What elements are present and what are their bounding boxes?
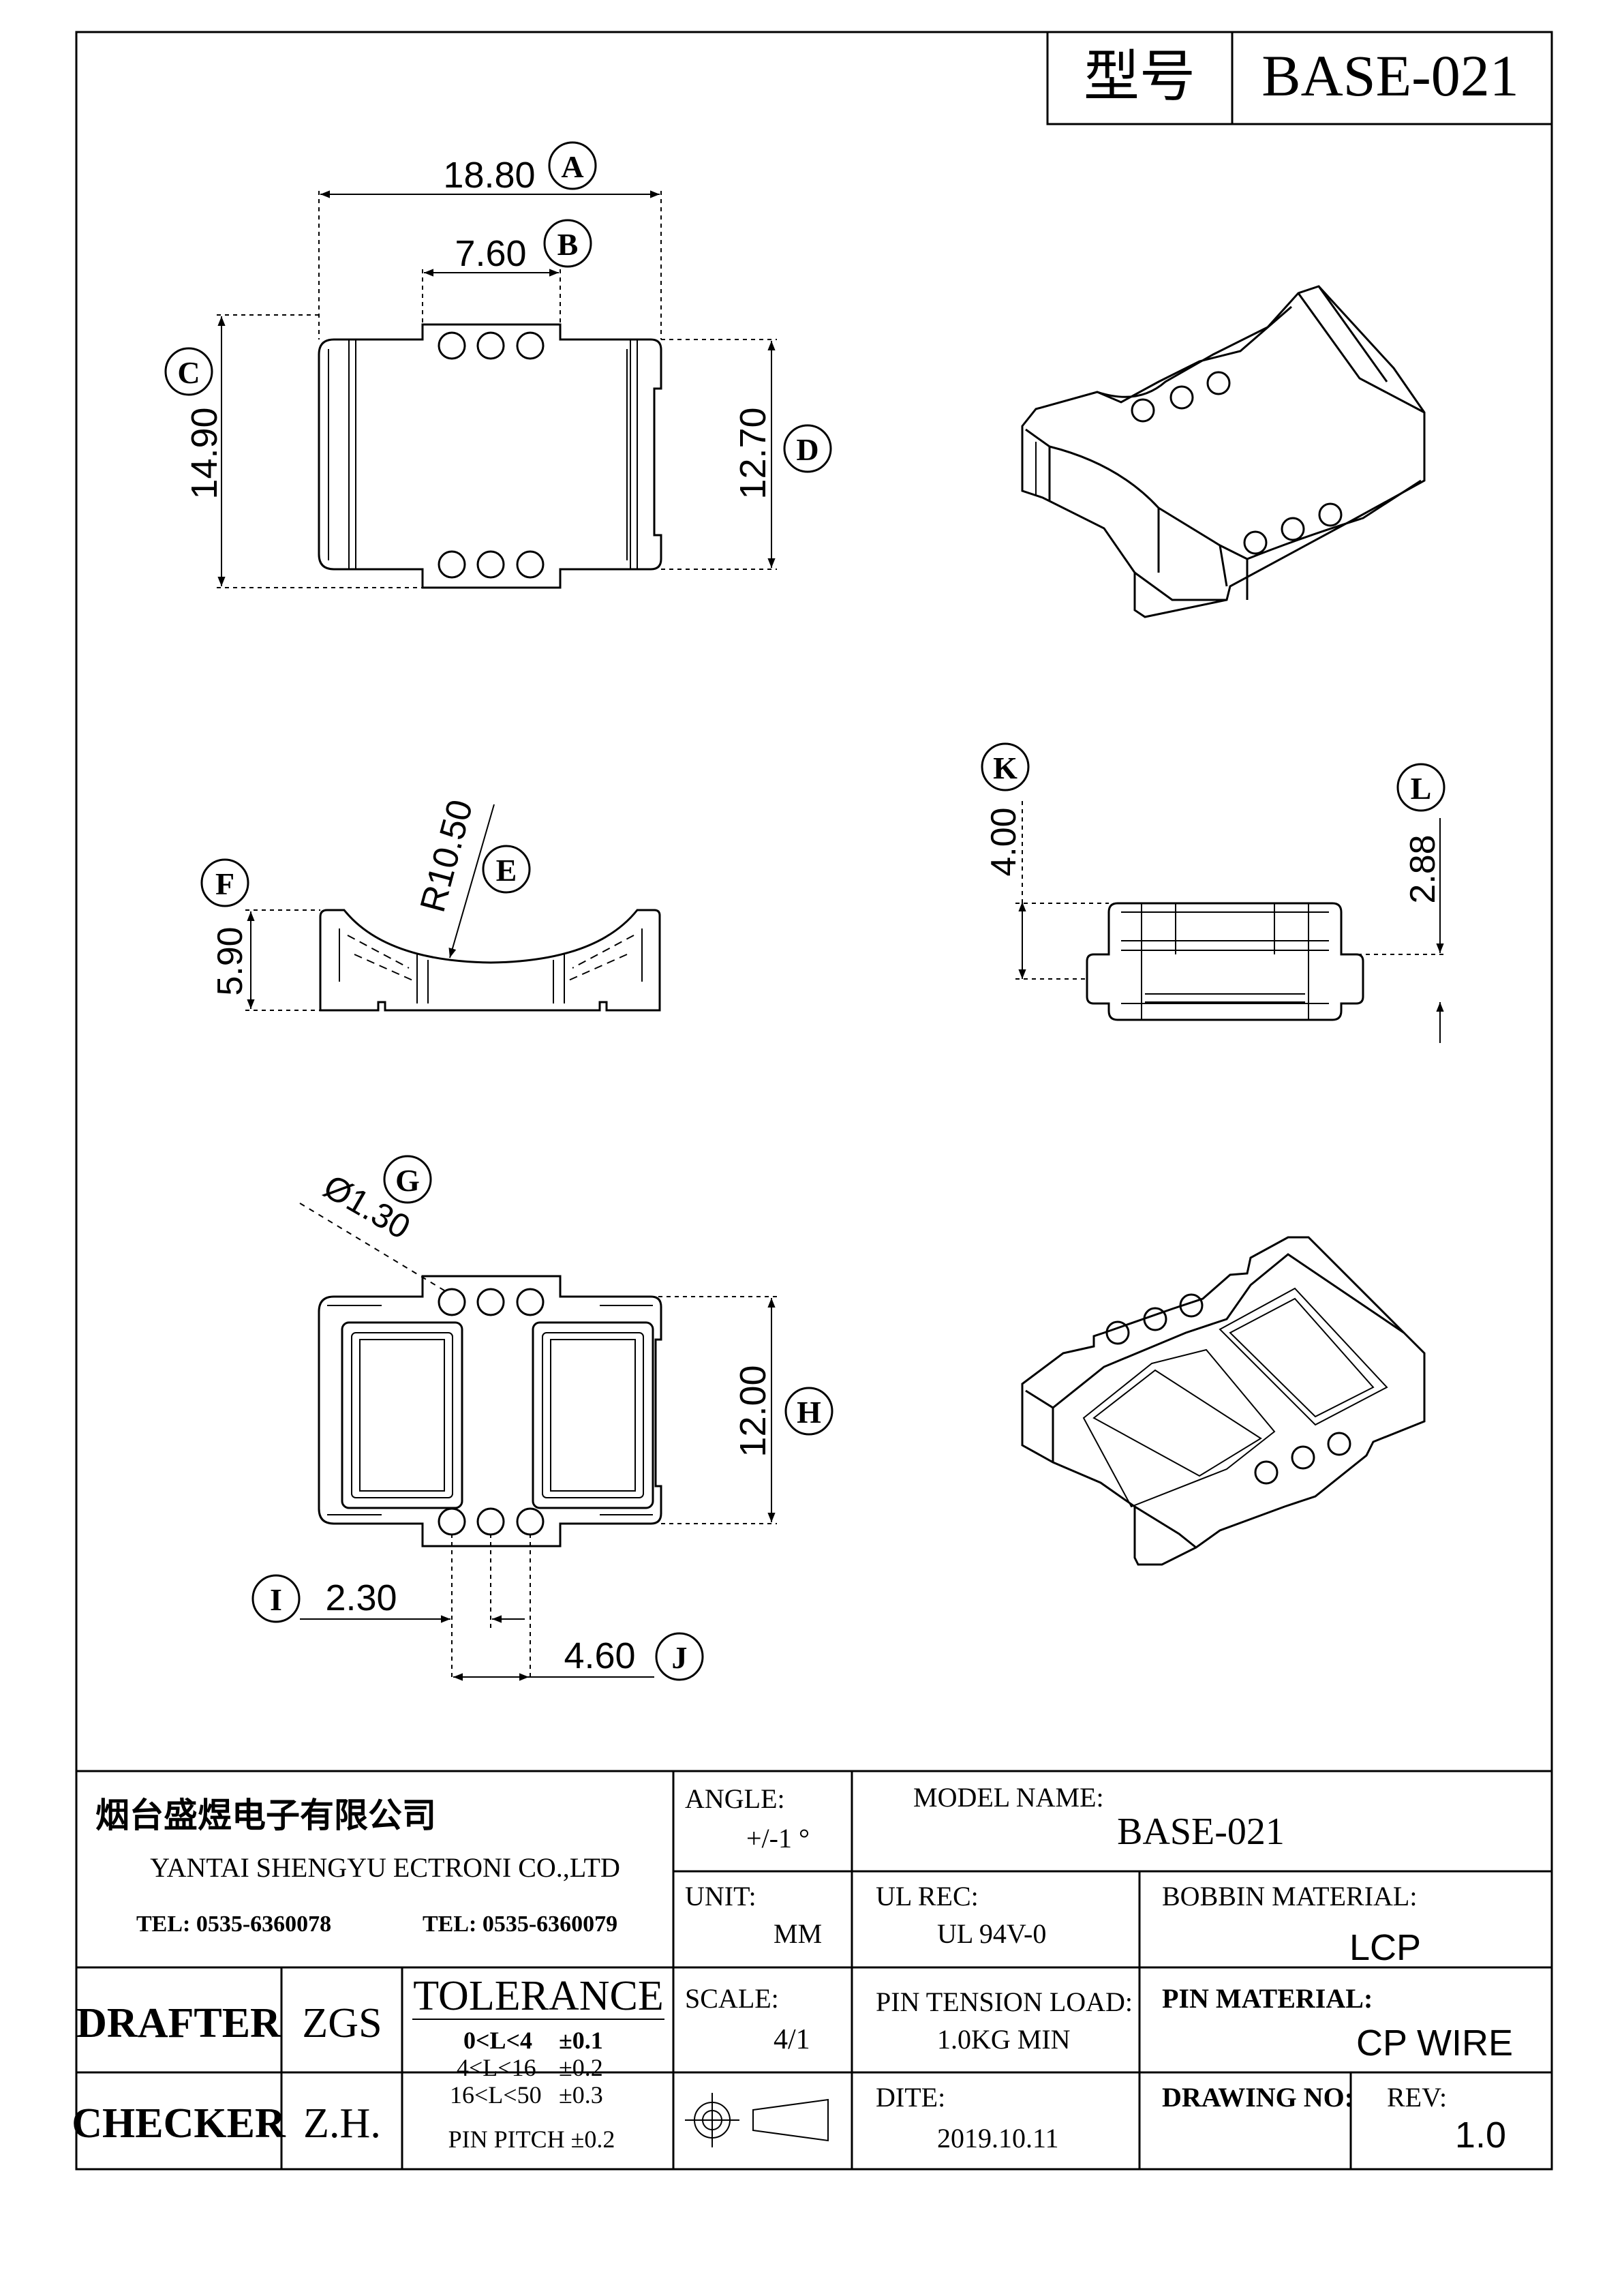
iso-view-top xyxy=(1021,285,1426,618)
model-name-label: MODEL NAME: xyxy=(913,1782,1104,1813)
dim-D: 12.70 D xyxy=(733,407,832,500)
model-label: 型号 xyxy=(1084,46,1195,108)
dim-A: 18.80 A xyxy=(443,141,597,196)
angle-label: ANGLE: xyxy=(685,1783,785,1814)
tolerance-pin-pitch: PIN PITCH ±0.2 xyxy=(448,2126,615,2153)
tolerance-range-1: 0<L<4 xyxy=(463,2027,532,2054)
drawing-no-label: DRAWING NO: xyxy=(1162,2082,1353,2113)
dim-F-value: 5.90 xyxy=(211,926,250,995)
tolerance-range-2: 4<L<16 xyxy=(457,2054,536,2081)
dim-K-value: 4.00 xyxy=(984,807,1024,876)
dim-B-tag: B xyxy=(557,227,579,262)
dim-A-value: 18.80 xyxy=(443,155,535,196)
dim-D-value: 12.70 xyxy=(733,407,774,499)
top-view-dimensions xyxy=(217,190,777,588)
sheet-border xyxy=(75,31,1553,2171)
company-name-en: YANTAI SHENGYU ECTRONI CO.,LTD xyxy=(150,1852,620,1883)
checker-value: Z.H. xyxy=(303,2100,381,2147)
checker-label: CHECKER xyxy=(72,2100,286,2147)
model-name-value: BASE-021 xyxy=(1117,1811,1285,1853)
unit-label: UNIT: xyxy=(685,1881,756,1912)
dim-J-tag: J xyxy=(672,1640,688,1675)
dim-I-tag: I xyxy=(270,1582,282,1617)
rev-value: 1.0 xyxy=(1455,2115,1506,2156)
dim-F-tag: F xyxy=(215,866,234,901)
tolerance-tol-1: ±0.1 xyxy=(559,2027,603,2054)
scale-label: SCALE: xyxy=(685,1983,779,2014)
dim-H-tag: H xyxy=(797,1395,821,1430)
title-block xyxy=(76,1770,1552,2169)
pin-tension-value: 1.0KG MIN xyxy=(937,2024,1071,2055)
company-name-cn: 烟台盛煜电子有限公司 xyxy=(95,1796,436,1834)
model-box: 型号 BASE-021 xyxy=(1046,31,1553,125)
bottom-view-dimensions xyxy=(299,1203,777,1681)
ul-rec-value: UL 94V-0 xyxy=(937,1918,1046,1949)
dim-I-value: 2.30 xyxy=(325,1577,397,1618)
bottom-view xyxy=(318,1275,662,1547)
dim-E-value: R10.50 xyxy=(413,796,480,916)
dim-E-tag: E xyxy=(496,853,517,888)
dim-I: I 2.30 xyxy=(251,1574,397,1623)
iso-view-bottom xyxy=(1021,1236,1426,1566)
dim-J-value: 4.60 xyxy=(564,1635,635,1676)
tolerance-tol-3: ±0.3 xyxy=(559,2081,603,2109)
pin-material-label: PIN MATERIAL: xyxy=(1162,1983,1373,2014)
pin-tension-label: PIN TENSION LOAD: xyxy=(876,1987,1133,2017)
top-view xyxy=(318,323,662,589)
side-view-dimensions xyxy=(1015,801,1445,1043)
angle-value: +/-1 ° xyxy=(746,1823,810,1854)
dim-G: G Ø1.30 xyxy=(318,1155,432,1247)
dim-K-tag: K xyxy=(993,751,1017,785)
drafter-value: ZGS xyxy=(302,2000,382,2046)
date-value: 2019.10.11 xyxy=(937,2123,1059,2154)
company-tel-2: TEL: 0535-6360079 xyxy=(423,1912,617,1937)
tolerance-title: TOLERANCE xyxy=(413,1973,663,2019)
scale-value: 4/1 xyxy=(774,2024,810,2055)
dim-C: C 14.90 xyxy=(164,347,225,500)
model-value: BASE-021 xyxy=(1261,43,1518,108)
front-view xyxy=(319,909,661,1012)
ul-rec-label: UL REC: xyxy=(876,1881,979,1912)
drafter-label: DRAFTER xyxy=(76,2000,281,2046)
date-label: DITE: xyxy=(876,2082,945,2113)
dim-B-value: 7.60 xyxy=(455,233,526,274)
dim-D-tag: D xyxy=(796,432,818,467)
dim-L-tag: L xyxy=(1411,771,1432,806)
tolerance-range-3: 16<L<50 xyxy=(450,2081,542,2109)
projection-symbol-icon xyxy=(685,2093,829,2147)
rev-label: REV: xyxy=(1387,2082,1447,2113)
dim-L-value: 2.88 xyxy=(1403,834,1443,903)
tolerance-tol-2: ±0.2 xyxy=(559,2054,603,2081)
bobbin-material-value: LCP xyxy=(1349,1927,1421,1968)
side-view xyxy=(1086,902,1364,1021)
company-block: 烟台盛煜电子有限公司 YANTAI SHENGYU ECTRONI CO.,LT… xyxy=(95,1796,620,1937)
bobbin-material-label: BOBBIN MATERIAL: xyxy=(1162,1881,1417,1912)
dim-C-tag: C xyxy=(177,355,200,390)
company-tel-1: TEL: 0535-6360078 xyxy=(136,1912,331,1937)
dim-E: R10.50 E xyxy=(413,796,531,916)
dim-C-value: 14.90 xyxy=(184,407,225,499)
tolerance-block: TOLERANCE 0<L<4 ±0.1 4<L<16 ±0.2 16<L<50… xyxy=(412,1973,664,2153)
dim-H: 12.00 H xyxy=(733,1365,833,1457)
unit-value: MM xyxy=(774,1918,822,1949)
dim-B: 7.60 B xyxy=(455,219,592,274)
pin-material-value: CP WIRE xyxy=(1356,2023,1513,2064)
dim-J: 4.60 J xyxy=(564,1632,704,1681)
front-view-dimensions xyxy=(245,804,495,1011)
dim-H-value: 12.00 xyxy=(733,1365,774,1457)
dim-G-tag: G xyxy=(395,1163,420,1198)
dim-L: L 2.88 xyxy=(1396,763,1445,904)
dim-K: K 4.00 xyxy=(981,742,1030,877)
dim-F: F 5.90 xyxy=(200,858,250,996)
dim-A-tag: A xyxy=(561,149,583,184)
